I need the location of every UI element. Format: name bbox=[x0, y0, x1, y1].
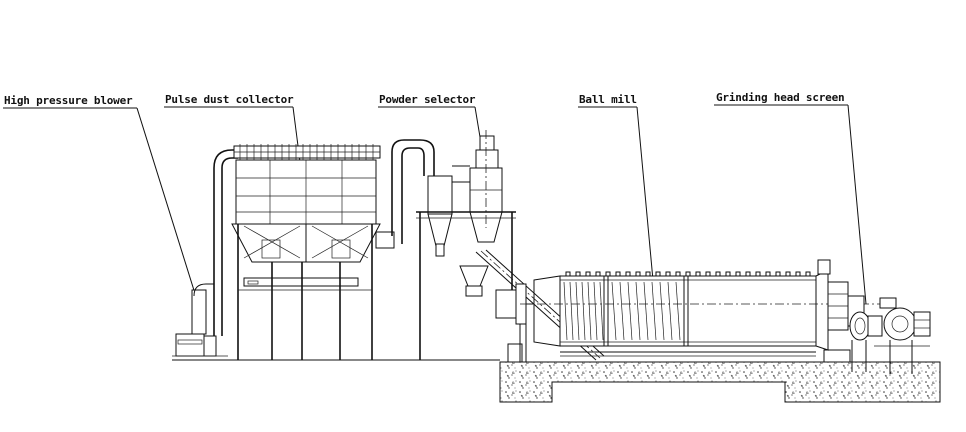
selector-duct bbox=[375, 139, 435, 249]
dust-collector-icon bbox=[231, 144, 381, 360]
label-selector: Powder selector bbox=[378, 93, 487, 174]
label-collector-text: Pulse dust collector bbox=[165, 93, 294, 106]
motor-icon bbox=[867, 297, 931, 374]
collector-duct bbox=[213, 149, 238, 336]
label-screen: Grinding head screen bbox=[714, 91, 867, 305]
label-mill: Ball mill bbox=[578, 93, 656, 303]
concrete-foundation-icon bbox=[499, 343, 941, 403]
ball-mill-icon bbox=[520, 259, 880, 357]
grinding-head-screen-icon bbox=[827, 281, 871, 372]
label-screen-text: Grinding head screen bbox=[716, 91, 844, 104]
label-selector-text: Powder selector bbox=[379, 93, 476, 106]
label-mill-text: Ball mill bbox=[579, 93, 637, 106]
label-blower-text: High pressure blower bbox=[4, 94, 133, 107]
blower-icon bbox=[172, 283, 228, 357]
label-blower: High pressure blower bbox=[3, 94, 198, 301]
